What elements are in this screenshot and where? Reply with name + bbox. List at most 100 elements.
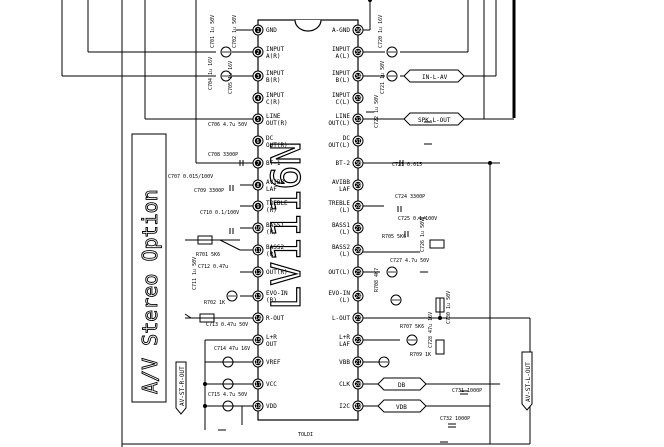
- ic-footer-label: TOLDI: [298, 432, 313, 438]
- pin-label: INPUT: [332, 70, 350, 77]
- pin-label: (L): [339, 207, 350, 214]
- component-label: C730 1u 50V: [446, 291, 452, 324]
- component-label: C711 1u 50V: [192, 257, 198, 290]
- pin-number: 7: [256, 161, 259, 167]
- pin-label: L-OUT: [332, 315, 350, 322]
- pin-dot: [354, 48, 362, 56]
- component-label: R702 1K: [204, 300, 225, 306]
- pin-label: C(R): [266, 99, 280, 106]
- ic-lv1116n: LV1116N: [257, 19, 359, 421]
- pin-dot: [354, 380, 362, 388]
- pin-number: 24: [355, 294, 361, 300]
- flag-clk: DB: [377, 377, 427, 391]
- pin-label: INPUT: [266, 46, 284, 53]
- pin-label: BASS1: [332, 222, 350, 229]
- capacitors: [220, 46, 418, 412]
- component-label: C704 1u 16V: [208, 57, 214, 90]
- pin-dot: [254, 246, 262, 254]
- pin-number: 25: [355, 270, 361, 276]
- pin-label: I2C: [339, 403, 350, 410]
- flag-in-l-av: IN-L-AV: [403, 69, 465, 83]
- pin-dot: [254, 380, 262, 388]
- pin-label: OUT(L): [328, 142, 350, 149]
- pin-label: OUT(R): [266, 120, 288, 127]
- component-label: C715 4.7u 50V: [208, 392, 247, 398]
- flag-i2c-label: VDB: [396, 404, 407, 411]
- component-label: C706 4.7u 50V: [208, 122, 247, 128]
- pin-number: 8: [256, 183, 259, 189]
- pin-label: GND: [266, 27, 277, 34]
- flag-av-st-r-out-label: AV-ST-R-OUT: [179, 366, 186, 406]
- pin-number: 20: [355, 382, 361, 388]
- pin-dot: [354, 246, 362, 254]
- pin-number: 5: [256, 117, 259, 123]
- pin-label: EVO-IN: [266, 290, 288, 297]
- junction-dots: [203, 0, 492, 408]
- component-label: C714 47u 16V: [214, 346, 250, 352]
- pin-number: 10: [255, 226, 261, 232]
- component-label: C723 0.015: [392, 162, 422, 168]
- pin-label: AVIBB: [332, 179, 350, 186]
- section-title: A/V Stereo Option: [138, 189, 162, 394]
- pin-number: 27: [355, 226, 361, 232]
- pin-number: 21: [355, 360, 361, 366]
- pin-number: 12: [255, 270, 261, 276]
- pin-label: B(L): [336, 77, 350, 84]
- pin-dot: [254, 48, 262, 56]
- pin-label: INPUT: [266, 92, 284, 99]
- pin-number: 14: [255, 316, 261, 322]
- pin-label: INPUT: [266, 70, 284, 77]
- component-label: C710 0.1/100V: [200, 210, 239, 216]
- pin-label: R-OUT: [266, 315, 284, 322]
- pin-label: L+R: [266, 334, 277, 341]
- pin-dot: [354, 292, 362, 300]
- pin-number: 35: [355, 50, 361, 56]
- pin-dot: [254, 159, 262, 167]
- pin-number: 28: [355, 204, 361, 210]
- ic-part-number: LV1116N: [264, 141, 310, 310]
- pin-dot: [354, 181, 362, 189]
- pin-dot: [354, 314, 362, 322]
- pin-label: (R): [266, 251, 277, 258]
- component-label: C721 1u 50V: [380, 61, 386, 94]
- pin-dot: [254, 336, 262, 344]
- capacitor-symbol: [386, 70, 398, 82]
- pin-label: LINE: [266, 113, 281, 120]
- pin-dot: [254, 181, 262, 189]
- pin-number: 11: [255, 248, 261, 254]
- component-label: C728 47u 16V: [428, 312, 434, 348]
- pin-number: 34: [355, 74, 361, 80]
- flag-av-st-l-out-label: AV-ST-L-OUT: [525, 362, 532, 402]
- pin-dot: [254, 224, 262, 232]
- capacitor-symbol: [220, 70, 232, 82]
- pin-label: BASS2: [266, 244, 284, 251]
- pin-number: 32: [355, 117, 361, 123]
- capacitor-symbol: [220, 46, 232, 58]
- pin-dot: [254, 292, 262, 300]
- pin-dot: [354, 94, 362, 102]
- pin-label: B(R): [266, 77, 280, 84]
- pin-number: 2: [256, 50, 259, 56]
- pin-label: BT-2: [336, 160, 351, 167]
- component-label: C725 0.1/100V: [398, 216, 437, 222]
- component-label: C722 1u 50V: [374, 95, 380, 128]
- component-label: R709 1K: [410, 352, 431, 358]
- pin-label: OUT(L): [328, 120, 350, 127]
- pin-dot: [254, 72, 262, 80]
- capacitor-symbol: [386, 266, 398, 278]
- pin-label: LAF: [266, 186, 277, 193]
- pin-label: (R): [266, 297, 277, 304]
- pin-dot: [254, 94, 262, 102]
- pin-label: OUT(R): [266, 269, 288, 276]
